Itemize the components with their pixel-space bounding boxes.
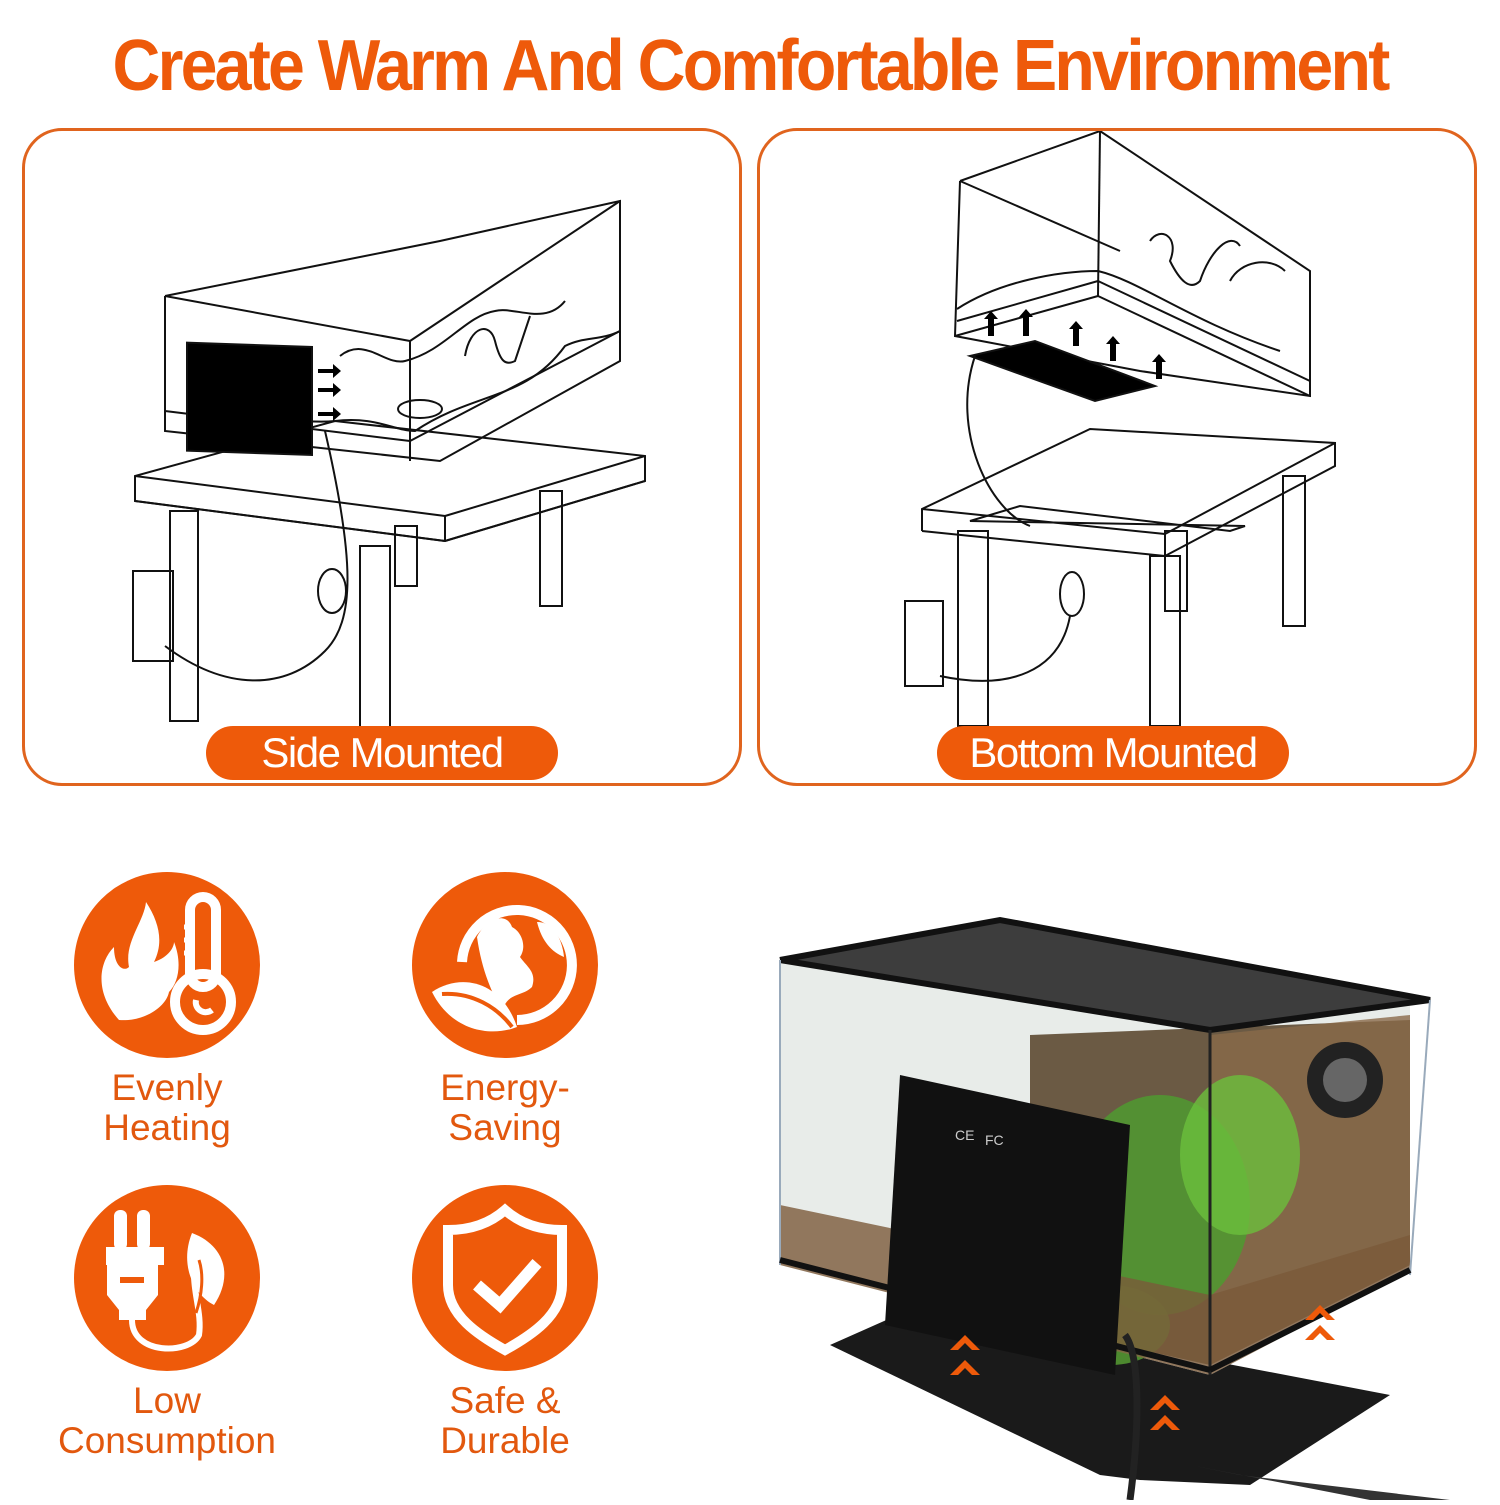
side-mounted-label: Side Mounted (206, 726, 558, 780)
page-title: Create Warm And Comfortable Environment (112, 26, 1390, 106)
feature-label-line2: Saving (448, 1107, 562, 1148)
side-heat-mat (885, 1075, 1130, 1375)
bottom-mounted-label: Bottom Mounted (937, 726, 1289, 780)
feature-evenly-heating: Evenly Heating (37, 872, 297, 1148)
flame-thermometer-icon (74, 872, 260, 1058)
plug-leaf-icon (74, 1185, 260, 1371)
svg-text:FC: FC (985, 1132, 1004, 1148)
panel-bottom-mounted: Bottom Mounted (757, 128, 1477, 786)
terrarium-bottom-mount-illustration (904, 131, 1336, 727)
feature-label-line1: Low (133, 1380, 201, 1421)
feature-energy-saving: Energy- Saving (375, 872, 635, 1148)
shield-check-icon (412, 1185, 598, 1371)
globe-leaf-icon (412, 872, 598, 1058)
feature-label-line1: Energy- (440, 1067, 570, 1108)
feature-label-line2: Consumption (57, 1420, 276, 1461)
panel-side-mounted: Side Mounted (22, 128, 742, 786)
feature-low-consumption: Low Consumption (37, 1185, 297, 1461)
feature-label-line2: Durable (440, 1420, 570, 1461)
feature-label-line2: Heating (103, 1107, 231, 1148)
feature-label-line1: Safe & (449, 1380, 561, 1421)
bottom-heat-mat (830, 1305, 1390, 1485)
feature-label-line1: Evenly (111, 1067, 223, 1108)
terrarium-side-mount-illustration (132, 199, 646, 737)
feature-safe-durable: Safe & Durable (375, 1185, 635, 1461)
svg-text:CE: CE (955, 1127, 974, 1143)
product-photo-terrarium: CE FC (770, 905, 1450, 1501)
